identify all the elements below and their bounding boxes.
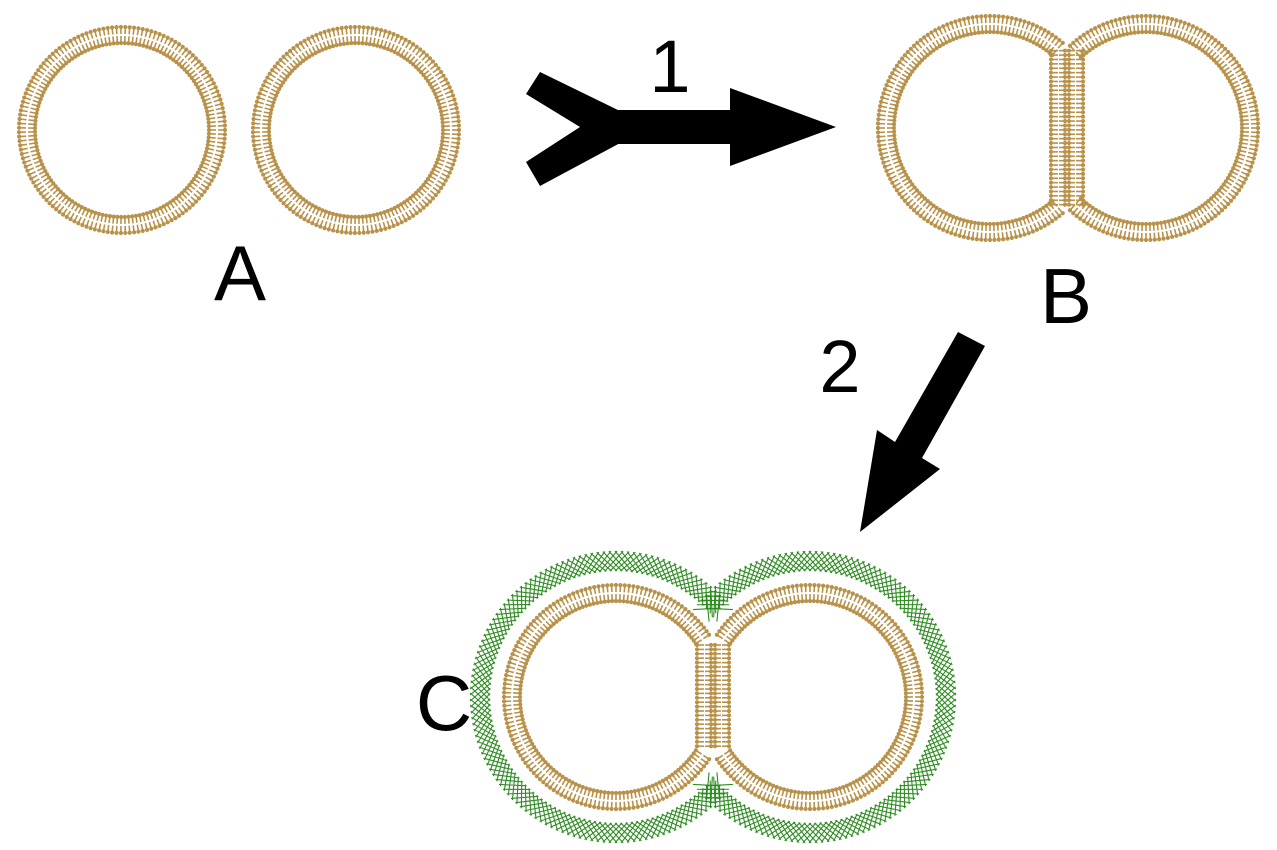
stage-a-vesicles	[16, 24, 462, 236]
arrow-1-head	[730, 88, 836, 166]
arrow-step-2	[860, 332, 985, 532]
stage-a-label: A	[214, 229, 266, 317]
step-1-label: 1	[649, 25, 690, 108]
protein-coat	[469, 550, 957, 844]
step-2-label: 2	[819, 325, 860, 408]
arrow-2	[860, 332, 985, 532]
docked-vesicle-pair	[875, 13, 1261, 243]
stage-c-coated-vesicles	[469, 550, 957, 844]
arrow-1-forked-tail	[526, 72, 622, 186]
stage-b-label: B	[1040, 252, 1092, 340]
stage-c-label: C	[416, 659, 472, 747]
vesicle-right	[250, 24, 462, 236]
arrow-step-1	[526, 72, 836, 186]
coated-vesicle-pair	[501, 582, 925, 812]
vesicle-left	[16, 24, 228, 236]
stage-b-docked-vesicles	[875, 13, 1261, 243]
